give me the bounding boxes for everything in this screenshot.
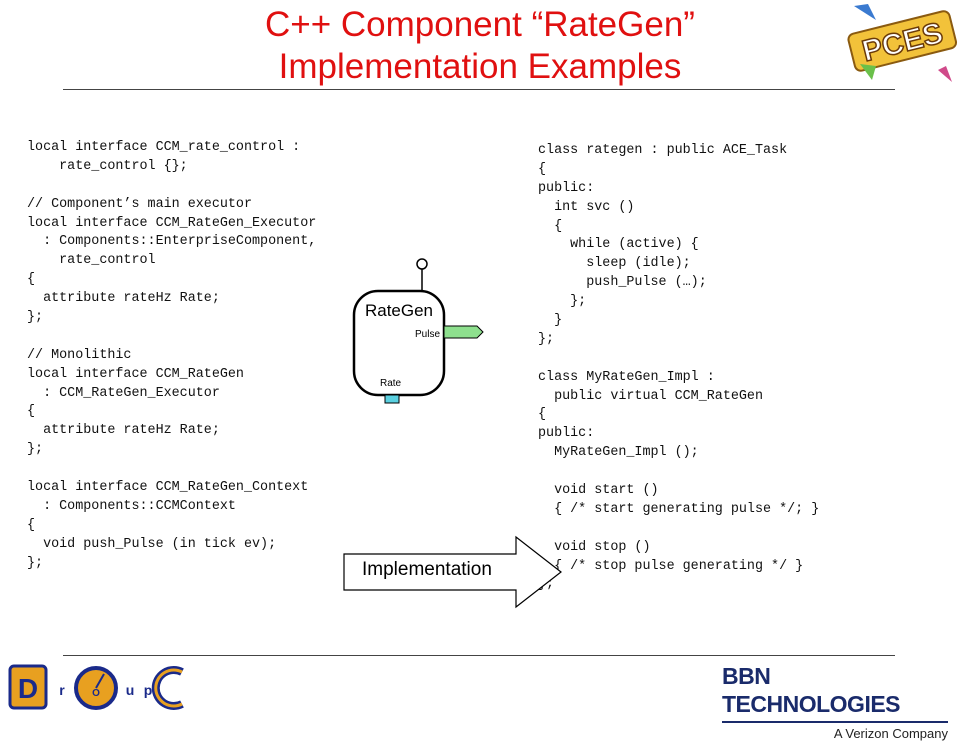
cpp-code-line: { /* stop pulse generating */ }	[538, 558, 804, 574]
idl-code-line: : CCM_RateGen_Executor	[27, 385, 220, 401]
cpp-code-line: public:	[538, 426, 595, 442]
component-name: RateGen	[365, 301, 433, 320]
idl-code-line: local interface CCM_rate_control :	[27, 140, 301, 155]
pulse-event-source-port	[443, 325, 484, 339]
svg-text:D: D	[18, 673, 38, 704]
idl-code-line: {	[27, 404, 36, 420]
idl-code-line: attribute rateHz Rate;	[27, 423, 220, 439]
slide-title: C++ Component “RateGen” Implementation E…	[120, 4, 840, 88]
idl-code-line: local interface CCM_RateGen	[27, 366, 244, 382]
cpp-code-line: class MyRateGen_Impl :	[538, 369, 715, 385]
cpp-code-block: class rategen : public ACE_Task{public: …	[538, 142, 819, 595]
bbn-name: BBN TECHNOLOGIES	[722, 663, 901, 717]
cpp-code-line: void start ()	[538, 483, 659, 499]
svg-text:p: p	[144, 682, 153, 698]
rategen-component-diagram: RateGen Pulse Rate	[352, 258, 484, 404]
idl-code-line: : Components::CCMContext	[27, 498, 236, 514]
cpp-code-line: {	[538, 407, 547, 423]
pulse-port-label: Pulse	[415, 329, 440, 340]
cpp-code-line: };	[538, 331, 555, 347]
bbn-tagline: A Verizon Company	[833, 726, 948, 741]
svg-text:O: O	[92, 688, 100, 699]
cpp-code-line	[538, 350, 819, 369]
cpp-code-line: };	[538, 294, 587, 310]
doc-group-logo: D r O u p C	[8, 664, 184, 710]
idl-code-line: };	[27, 555, 44, 571]
bbn-technologies-logo: BBN TECHNOLOGIES A Verizon Company	[722, 662, 948, 742]
idl-code-line	[27, 460, 316, 479]
idl-code-line: local interface CCM_RateGen_Context	[27, 480, 309, 496]
pces-logo: PCES	[847, 4, 958, 82]
title-line-1: C++ Component “RateGen”	[265, 5, 695, 44]
cpp-code-line	[538, 520, 819, 539]
idl-code-line: {	[27, 517, 36, 533]
top-divider	[63, 89, 895, 90]
cpp-code-line: }	[538, 313, 563, 329]
idl-code-line	[27, 328, 316, 347]
idl-code-line: rate_control {};	[27, 158, 188, 174]
idl-code-line: };	[27, 442, 44, 458]
rate-port-label: Rate	[380, 378, 402, 389]
svg-text:r: r	[59, 682, 65, 698]
idl-code-line: {	[27, 272, 36, 288]
cpp-code-line: {	[538, 218, 563, 234]
idl-code-line: };	[27, 310, 44, 326]
idl-code-line: : Components::EnterpriseComponent,	[27, 234, 317, 250]
cpp-code-line: int svc ()	[538, 199, 635, 215]
cpp-code-line: MyRateGen_Impl ();	[538, 445, 699, 461]
facet-lollipop-icon	[416, 258, 428, 270]
cpp-code-line: };	[538, 577, 555, 593]
bottom-divider	[63, 655, 895, 656]
cpp-code-line	[538, 463, 819, 482]
idl-code-line: local interface CCM_RateGen_Executor	[27, 215, 317, 231]
svg-text:u: u	[126, 682, 135, 698]
idl-code-line: void push_Pulse (in tick ev);	[27, 536, 277, 552]
implementation-arrow-label: Implementation	[362, 559, 492, 580]
idl-code-line	[27, 177, 316, 196]
idl-code-line: rate_control	[27, 253, 156, 269]
bbn-underline	[722, 721, 948, 723]
idl-code-line: // Monolithic	[27, 347, 132, 363]
idl-code-block: local interface CCM_rate_control : rate_…	[27, 139, 316, 573]
cpp-code-line: public:	[538, 180, 595, 196]
implementation-arrow	[343, 535, 562, 609]
cpp-code-line: sleep (idle);	[538, 256, 691, 272]
title-line-2: Implementation Examples	[278, 47, 682, 86]
cpp-code-line: void stop ()	[538, 539, 651, 555]
cpp-code-line: {	[538, 161, 547, 177]
rate-attribute-port	[384, 394, 400, 404]
cpp-code-line: public virtual CCM_RateGen	[538, 388, 763, 404]
cpp-code-line: { /* start generating pulse */; }	[538, 501, 820, 517]
cpp-code-line: while (active) {	[538, 237, 699, 253]
cpp-code-line: class rategen : public ACE_Task	[538, 143, 788, 158]
cpp-code-line: push_Pulse (…);	[538, 275, 707, 291]
idl-code-line: // Component’s main executor	[27, 196, 252, 212]
idl-code-line: attribute rateHz Rate;	[27, 291, 220, 307]
